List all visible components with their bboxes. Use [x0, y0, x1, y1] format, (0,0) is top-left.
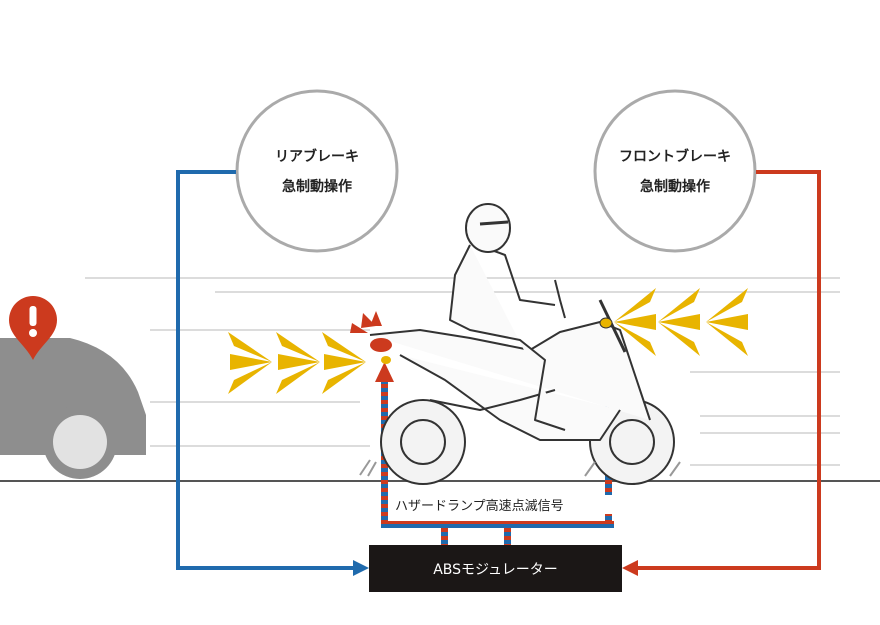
front-brake-circle	[593, 89, 757, 253]
front-brake-line2: 急制動操作	[640, 179, 710, 195]
rear-brake-label: リアブレーキ 急制動操作	[247, 142, 387, 202]
rear-brake-circle	[235, 89, 399, 253]
car-shape	[0, 338, 146, 479]
alert-icon	[9, 296, 57, 360]
front-brake-connector	[634, 170, 821, 570]
front-lamp	[599, 317, 613, 329]
hazard-signal-label: ハザードランプ高速点滅信号	[393, 495, 617, 514]
rear-lamp	[350, 311, 392, 364]
rear-brake-connector	[176, 170, 356, 570]
rear-brake-line2: 急制動操作	[282, 179, 352, 195]
rear-blinker-flash	[228, 332, 366, 394]
abs-modulator-label: ABSモジュレーター	[433, 561, 558, 578]
motorcycle-illustration	[359, 203, 681, 485]
front-blinker-flash	[614, 288, 748, 356]
front-brake-label: フロントブレーキ 急制動操作	[605, 142, 745, 202]
front-brake-line1: フロントブレーキ	[619, 149, 731, 165]
abs-modulator-box: ABSモジュレーター	[369, 545, 622, 592]
rear-brake-line1: リアブレーキ	[275, 149, 359, 165]
